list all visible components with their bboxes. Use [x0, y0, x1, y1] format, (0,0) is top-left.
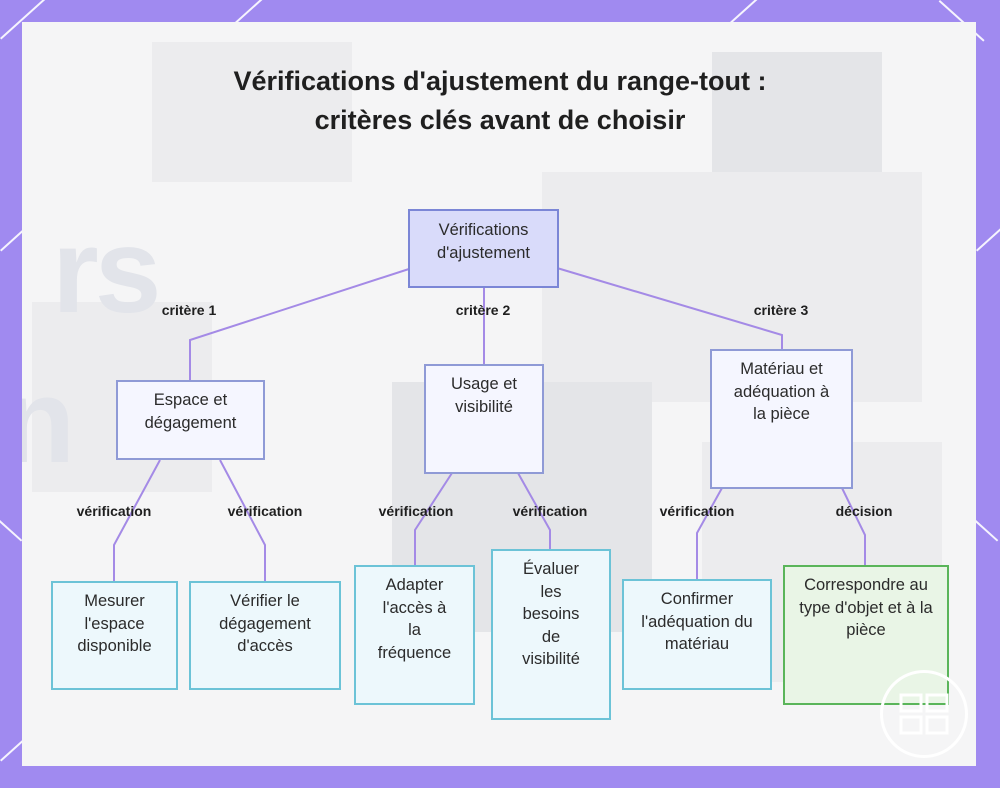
- node-label: Confirmer l'adéquation du matériau: [634, 588, 760, 656]
- edge-espace-mesurer: [114, 460, 160, 583]
- node-confirmer-materiau: Confirmer l'adéquation du matériau: [622, 579, 772, 690]
- edge-label-critere-3: critère 3: [754, 302, 808, 318]
- node-verifications-ajustement: Vérifications d'ajustement: [408, 209, 559, 288]
- node-label: Adapter l'accès à la fréquence: [374, 574, 455, 664]
- node-label: Mesurer l'espace disponible: [65, 590, 164, 658]
- edge-label-critere-1: critère 1: [162, 302, 216, 318]
- edge-label-decision: décision: [836, 503, 893, 519]
- node-label: Matériau et adéquation à la pièce: [728, 358, 835, 426]
- node-label: Correspondre au type d'objet et à la piè…: [797, 574, 935, 642]
- edge-root-materiau: [557, 268, 782, 350]
- edge-usage-adapter: [415, 473, 452, 567]
- node-label: Évaluer les besoins de visibilité: [515, 558, 587, 671]
- edge-label-verification: vérification: [228, 503, 303, 519]
- edge-espace-verifier: [220, 460, 265, 583]
- edge-materiau-correspondre: [842, 488, 865, 567]
- edge-label-verification: vérification: [513, 503, 588, 519]
- diagram-title: Vérifications d'ajustement du range-tout…: [230, 62, 770, 140]
- edge-label-verification: vérification: [379, 503, 454, 519]
- edge-label-verification: vérification: [660, 503, 735, 519]
- node-label: Vérifier le dégagement d'accès: [201, 590, 329, 658]
- node-mesurer-espace: Mesurer l'espace disponible: [51, 581, 178, 690]
- node-espace-degagement: Espace et dégagement: [116, 380, 265, 460]
- node-verifier-degagement: Vérifier le dégagement d'accès: [189, 581, 341, 690]
- grid-logo-icon: [880, 670, 968, 758]
- edge-materiau-confirmer: [697, 488, 722, 581]
- edge-label-verification: vérification: [77, 503, 152, 519]
- node-label: Espace et dégagement: [130, 389, 251, 434]
- node-label: Usage et visibilité: [438, 373, 530, 418]
- node-adapter-acces: Adapter l'accès à la fréquence: [354, 565, 475, 705]
- node-usage-visibilite: Usage et visibilité: [424, 364, 544, 474]
- edge-label-critere-2: critère 2: [456, 302, 510, 318]
- node-materiau-adequation: Matériau et adéquation à la pièce: [710, 349, 853, 489]
- grid-logo-icon: [898, 692, 950, 736]
- edge-root-espace: [190, 268, 412, 382]
- node-label: Vérifications d'ajustement: [422, 219, 545, 264]
- node-evaluer-visibilite: Évaluer les besoins de visibilité: [491, 549, 611, 720]
